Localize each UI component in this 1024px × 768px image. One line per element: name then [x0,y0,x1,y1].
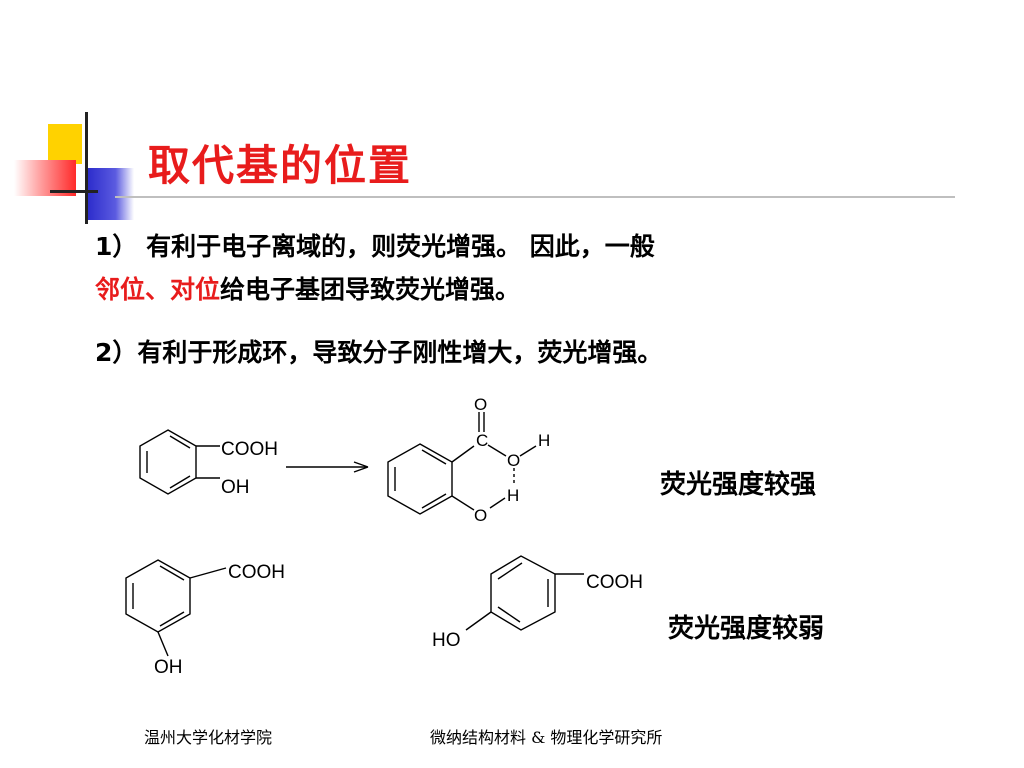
highlight-positions: 邻位、对位 [95,275,221,304]
decor-vertical-line [85,112,88,224]
title-divider [115,196,955,198]
carbonyl-o-label: O [474,395,487,414]
salicylic-acid: COOH OH [139,429,278,498]
point-2: 2）有利于形成环，导致分子刚性增大，荧光增强。 [95,338,663,367]
phenol-o-label: O [474,506,487,525]
decor-blue-square [88,168,134,220]
oh-label: OH [154,657,183,678]
reaction-arrow [286,461,369,473]
decor-yellow-square [48,124,82,164]
cooh-label: COOH [586,572,643,593]
carbon-label: C [476,431,488,450]
point-1-line-2-rest: 给电子基团导致荧光增强。 [220,275,521,304]
decor-horizontal-line [50,190,98,193]
slide-title: 取代基的位置 [148,141,413,190]
footer-institution: 温州大学化材学院 [144,728,273,747]
label-weak-fluorescence: 荧光强度较弱 [668,614,825,644]
label-strong-fluorescence: 荧光强度较强 [660,470,817,500]
footer-lab: 微纳结构材料 & 物理化学研究所 [430,728,663,747]
meta-hydroxybenzoic-acid: COOH OH [125,559,285,678]
hydroxyl-o-label: O [507,451,520,470]
chelated-salicylic-acid: O C O H H O [387,395,550,525]
acid-h-label: H [538,431,550,450]
ho-label: HO [432,630,461,651]
point-1-line-1: 1） 有利于电子离域的，则荧光增强。 因此，一般 [95,232,655,261]
cooh-label: COOH [228,562,285,583]
bridge-h-label: H [507,486,519,505]
cooh-label: COOH [221,439,278,460]
point-1-line-2: 邻位、对位给电子基团导致荧光增强。 [95,273,520,307]
para-hydroxybenzoic-acid: COOH HO [432,555,643,651]
oh-label: OH [221,477,250,498]
